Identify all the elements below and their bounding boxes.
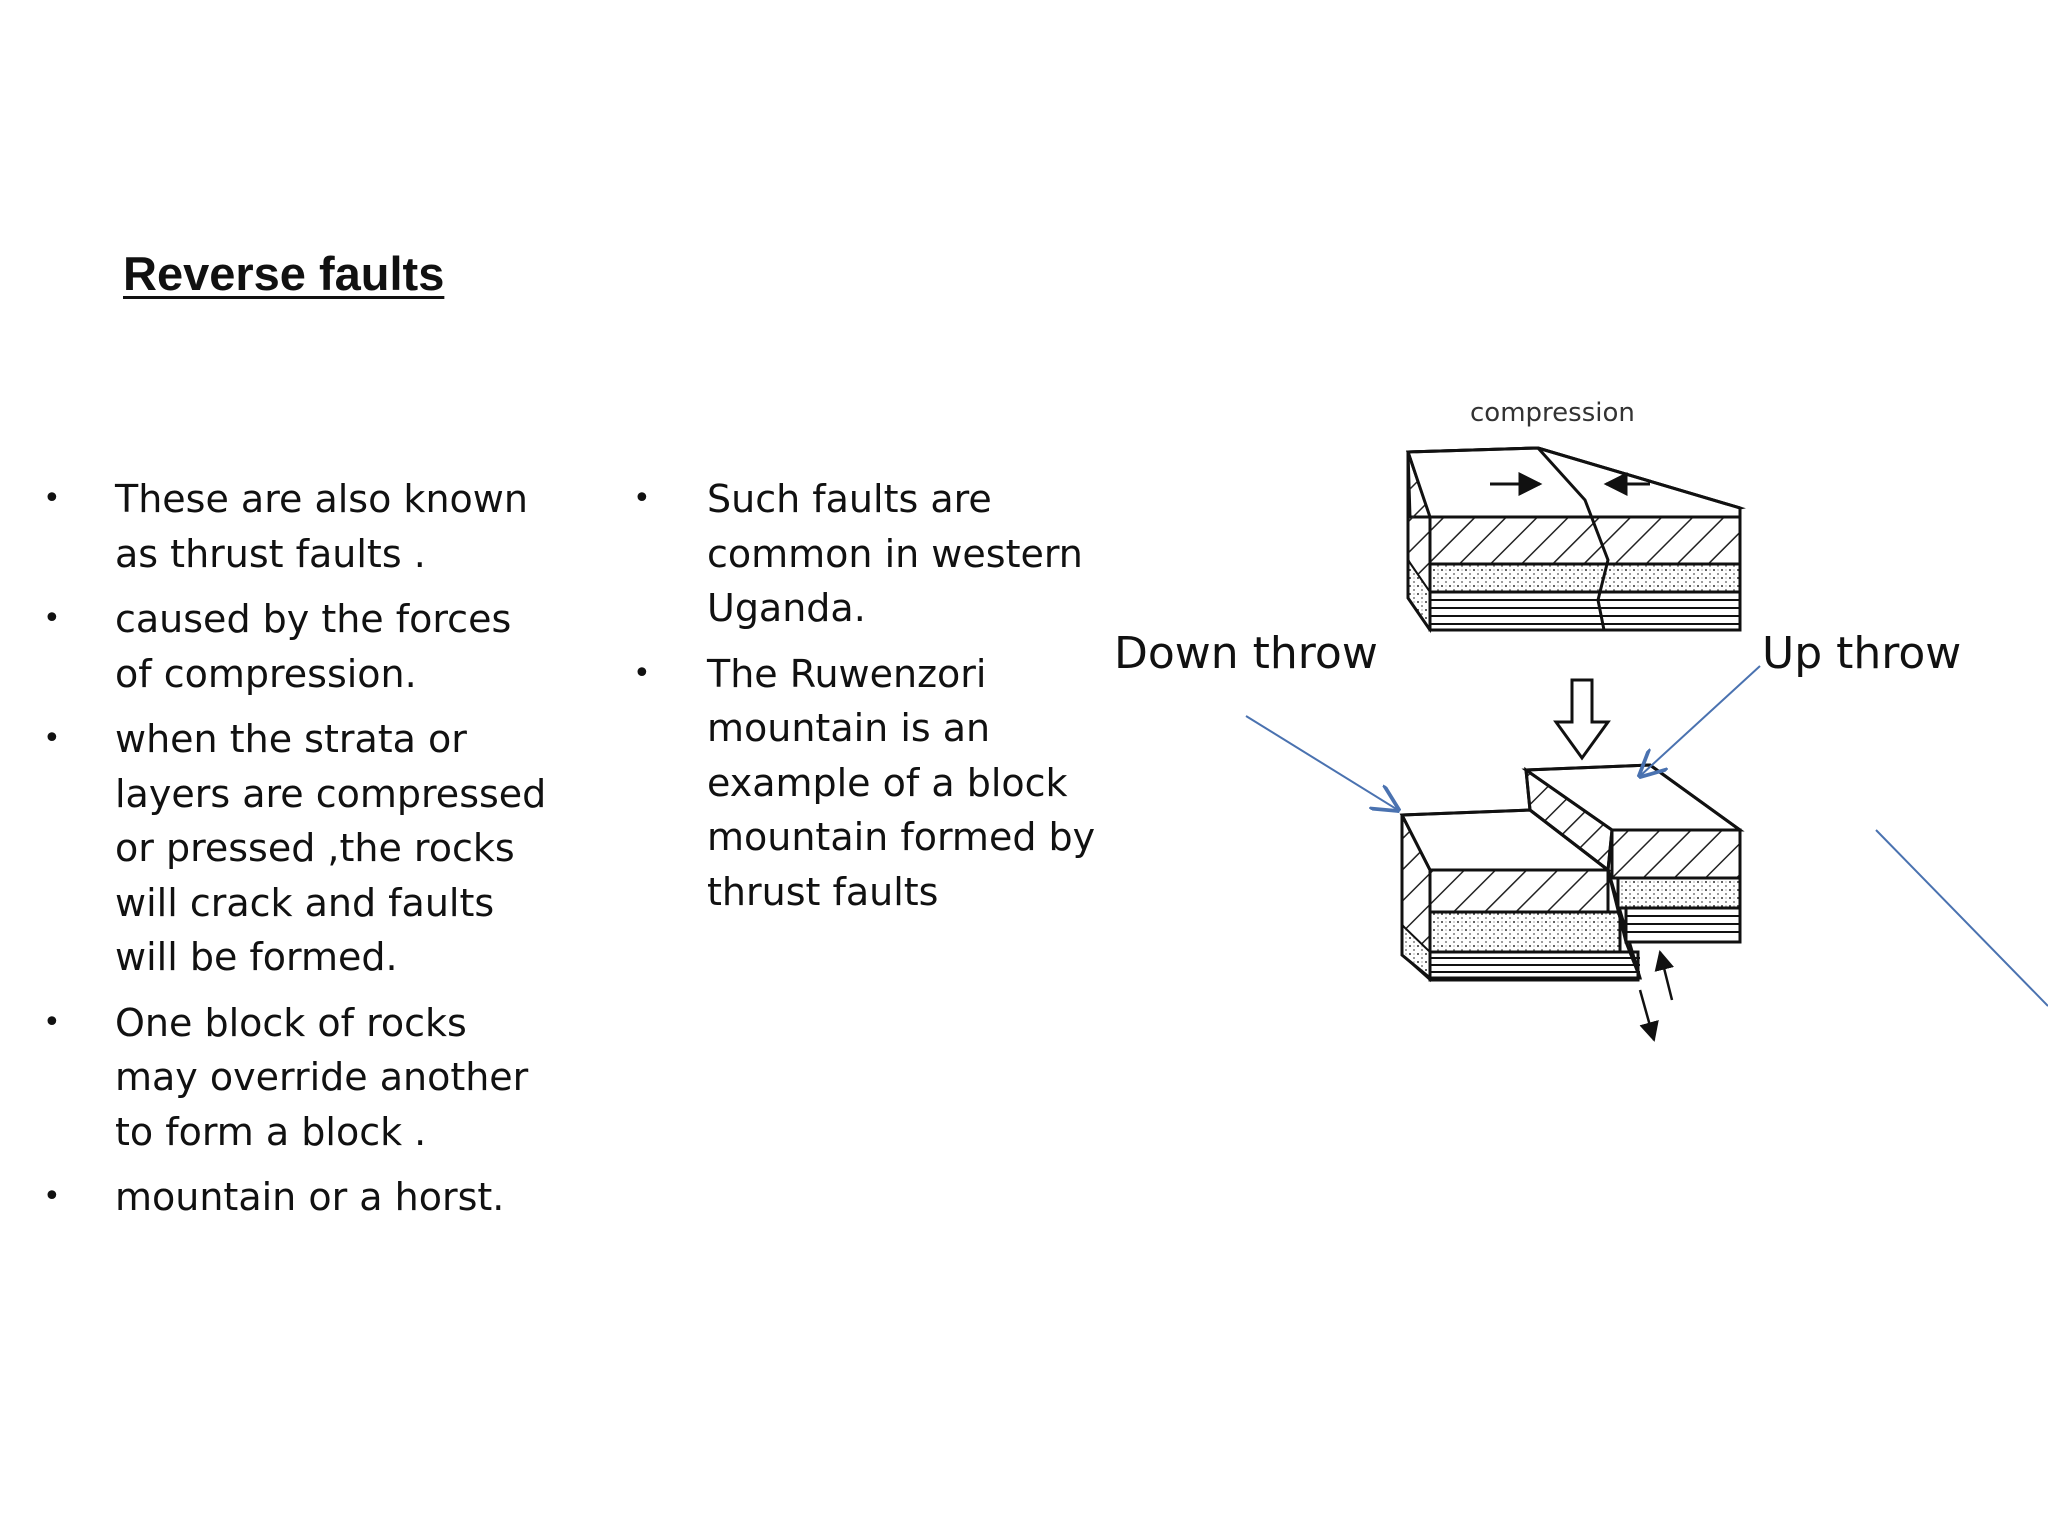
bullet-icon: • xyxy=(43,1179,61,1214)
stray-line xyxy=(1875,829,2048,1007)
bullet-text: when the strata or layers are compressed… xyxy=(115,717,547,979)
bullet-text: These are also known as thrust faults . xyxy=(115,477,528,576)
bullet-icon: • xyxy=(43,481,61,516)
bullet-text: Such faults are common in western Uganda… xyxy=(707,477,1083,630)
up-throw-label: Up throw xyxy=(1762,628,1962,679)
bullet-text: mountain or a horst. xyxy=(115,1175,505,1219)
down-arrow-icon xyxy=(1553,678,1611,761)
bullet-text: One block of rocks may override another … xyxy=(115,1000,529,1154)
bullet-icon: • xyxy=(43,1004,61,1040)
list-item: • Such faults are common in western Ugan… xyxy=(633,472,1107,636)
bullet-icon: • xyxy=(43,601,61,636)
bottom-block xyxy=(1399,763,1745,1042)
list-item: • The Ruwenzori mountain is an example o… xyxy=(633,647,1107,920)
down-throw-label: Down throw xyxy=(1114,628,1378,679)
bullet-icon: • xyxy=(633,655,651,691)
bullet-text: caused by the forces of compression. xyxy=(115,597,512,696)
bullet-text: The Ruwenzori mountain is an example of … xyxy=(707,651,1096,914)
down-throw-arrow xyxy=(1245,715,1398,810)
list-item: • caused by the forces of compression. xyxy=(43,592,555,701)
up-throw-arrow xyxy=(1640,665,1761,776)
compression-label: compression xyxy=(1470,398,1635,428)
list-item: • One block of rocks may override anothe… xyxy=(43,996,555,1160)
bullet-icon: • xyxy=(633,481,651,516)
bullet-list-right: • Such faults are common in western Ugan… xyxy=(633,472,1107,930)
pointer-arrows xyxy=(1245,665,2048,1007)
bullet-icon: • xyxy=(43,721,61,756)
bullet-list-left: • These are also known as thrust faults .… xyxy=(43,472,555,1236)
slide-title: Reverse faults xyxy=(123,247,445,300)
list-item: • mountain or a horst. xyxy=(43,1170,555,1225)
top-block xyxy=(1405,446,1746,634)
list-item: • These are also known as thrust faults . xyxy=(43,472,555,581)
list-item: • when the strata or layers are compress… xyxy=(43,712,555,985)
